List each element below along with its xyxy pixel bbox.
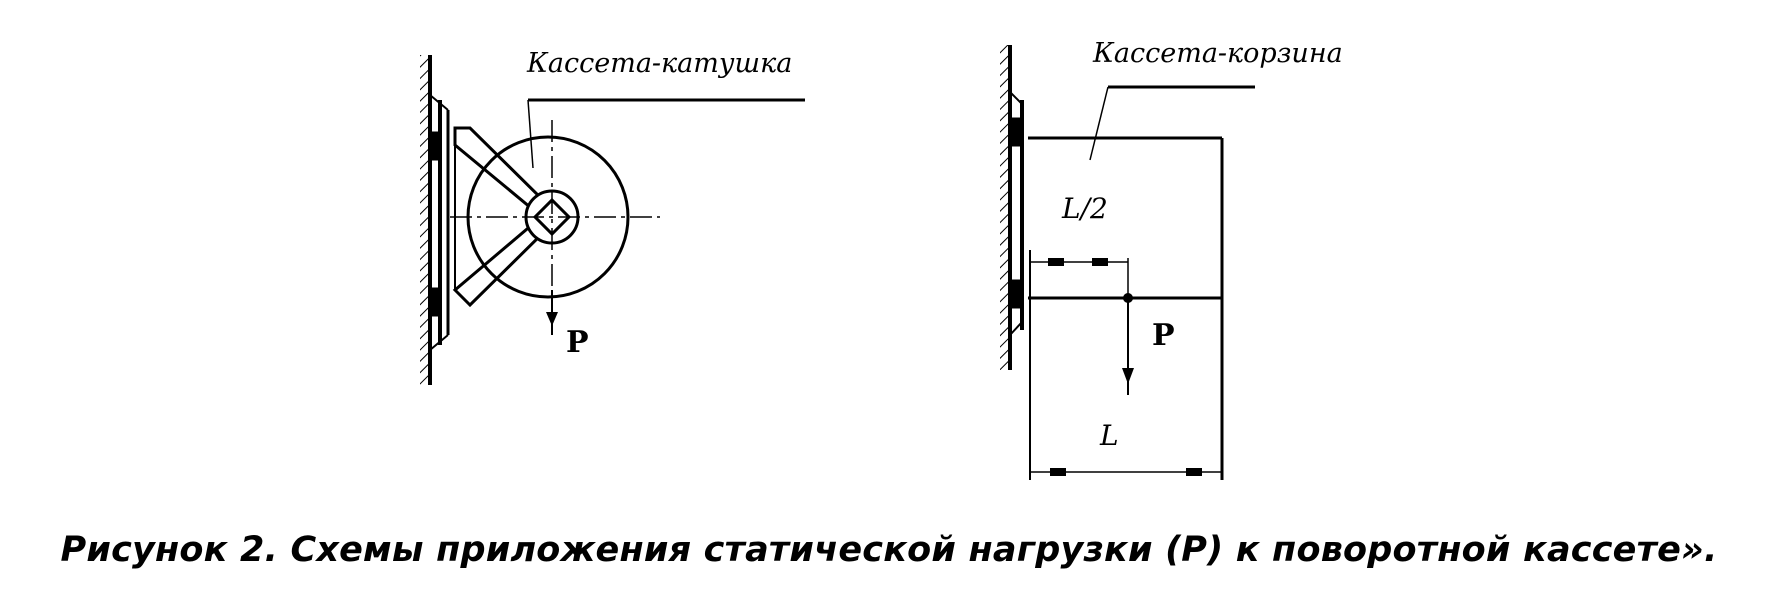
- mounting-plate-left: [429, 94, 450, 351]
- mounting-plate-right: [1009, 91, 1024, 336]
- length-dimension: [1030, 468, 1222, 476]
- leader-line-left: [527, 98, 805, 169]
- force-label-right: P: [1152, 318, 1175, 353]
- wall-right: [1000, 45, 1012, 370]
- right-scheme-basket-cassette: [1000, 45, 1255, 480]
- wall-left: [420, 55, 432, 385]
- load-arrow-right: [1122, 293, 1134, 395]
- left-scheme-reel-cassette: [420, 55, 805, 385]
- basket-frame: [1028, 136, 1224, 480]
- length-label: L: [1099, 419, 1119, 452]
- half-length-label: L/2: [1061, 192, 1108, 225]
- figure-caption: Рисунок 2. Схемы приложения статической …: [60, 530, 1718, 570]
- force-label-left: P: [566, 325, 589, 360]
- basket-cassette-label: Кассета-корзина: [1092, 38, 1343, 69]
- reel-centre-lines: [450, 120, 660, 320]
- leader-line-right: [1089, 85, 1255, 161]
- load-arrow-left: [546, 290, 558, 335]
- reel-cassette-label: Кассета-катушка: [526, 48, 792, 79]
- half-length-dimension: [1030, 258, 1129, 298]
